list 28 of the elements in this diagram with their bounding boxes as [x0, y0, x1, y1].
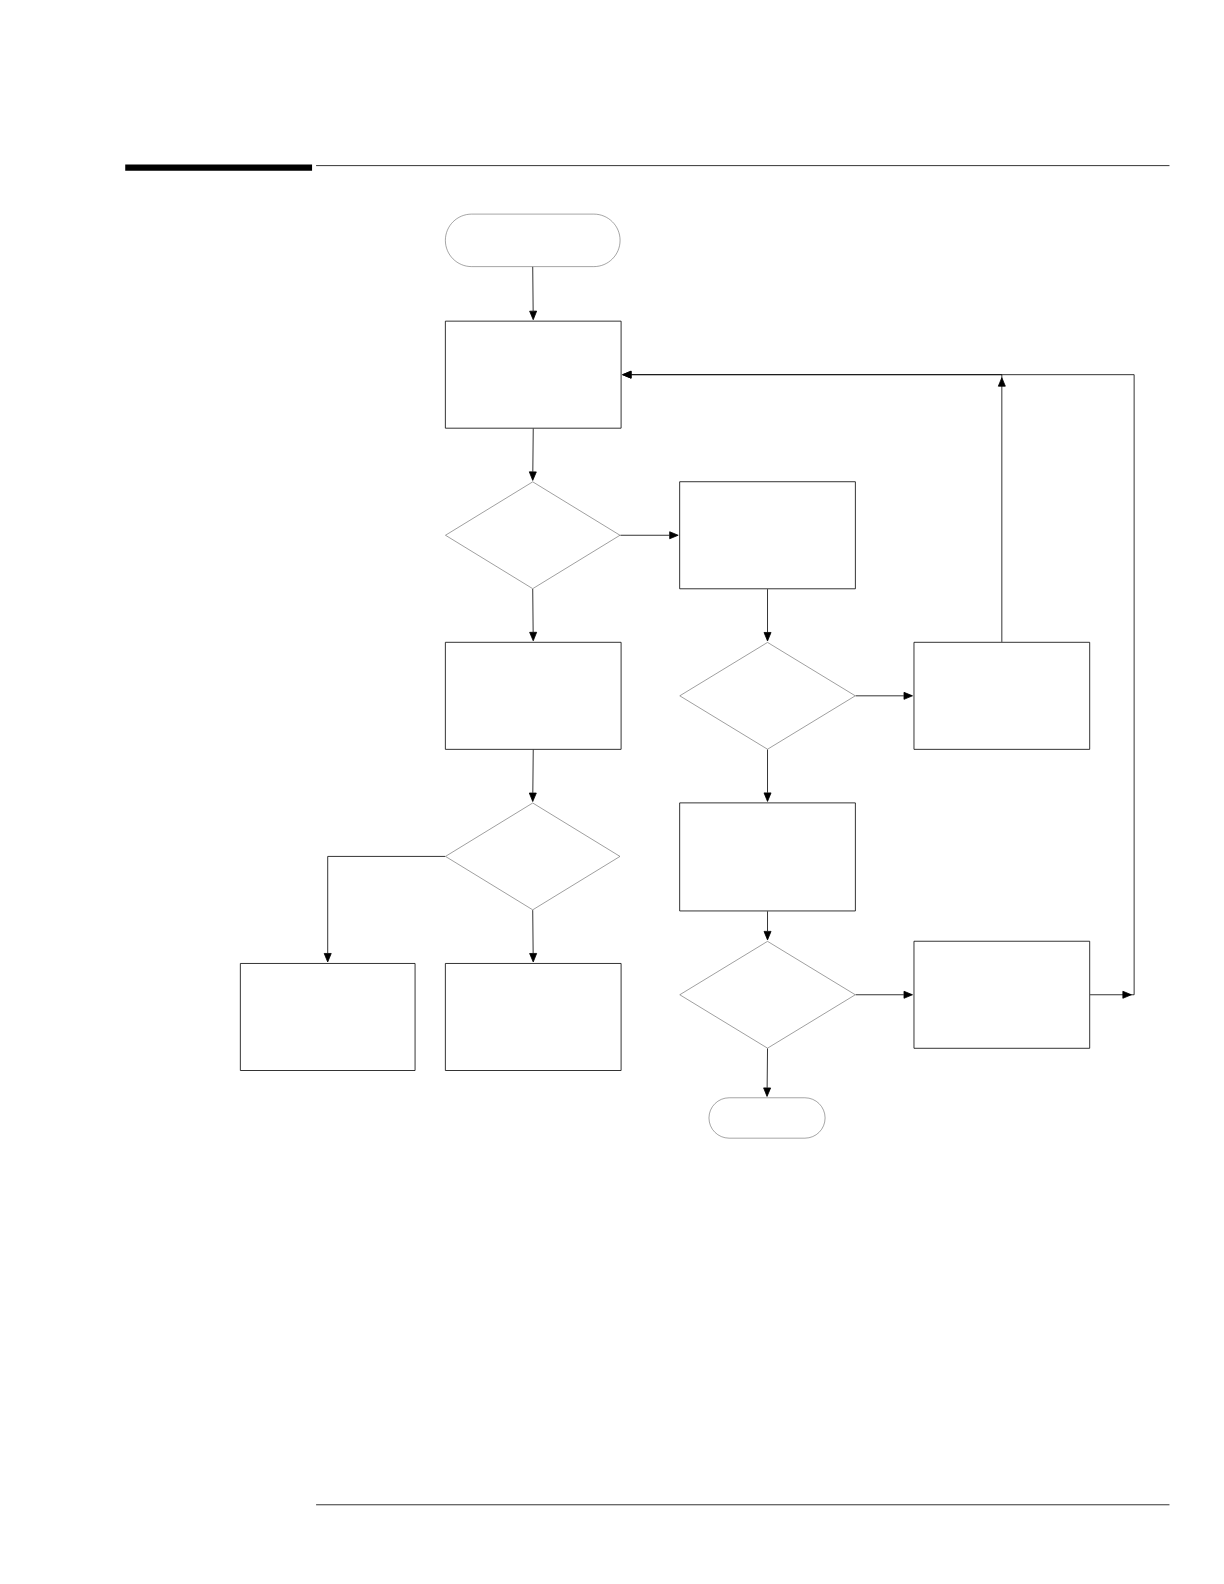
decision-diamond — [445, 481, 621, 589]
arrow — [855, 990, 913, 999]
arrow — [619, 531, 679, 540]
arrow — [528, 428, 537, 481]
arrow — [529, 266, 538, 321]
arrow — [529, 588, 538, 642]
process-box — [444, 320, 622, 429]
process-box — [444, 641, 622, 750]
arrow — [855, 691, 913, 700]
process-box — [679, 481, 856, 590]
process-box — [444, 963, 622, 1071]
arrow — [323, 856, 446, 963]
arrow — [763, 1048, 772, 1097]
decision-diamond — [679, 941, 856, 1049]
arrow — [763, 749, 772, 802]
process-box — [913, 641, 1091, 750]
arrow — [528, 749, 537, 802]
arrow — [529, 909, 538, 963]
process-box — [913, 940, 1091, 1049]
decision-diamond — [679, 642, 856, 750]
arrow — [622, 370, 1135, 999]
process-box — [679, 802, 856, 912]
decision-diamond — [445, 802, 621, 911]
terminal-shape — [445, 213, 621, 267]
arrow — [763, 588, 772, 642]
arrow — [763, 910, 772, 941]
process-box — [239, 963, 416, 1071]
terminal-shape — [708, 1097, 826, 1139]
